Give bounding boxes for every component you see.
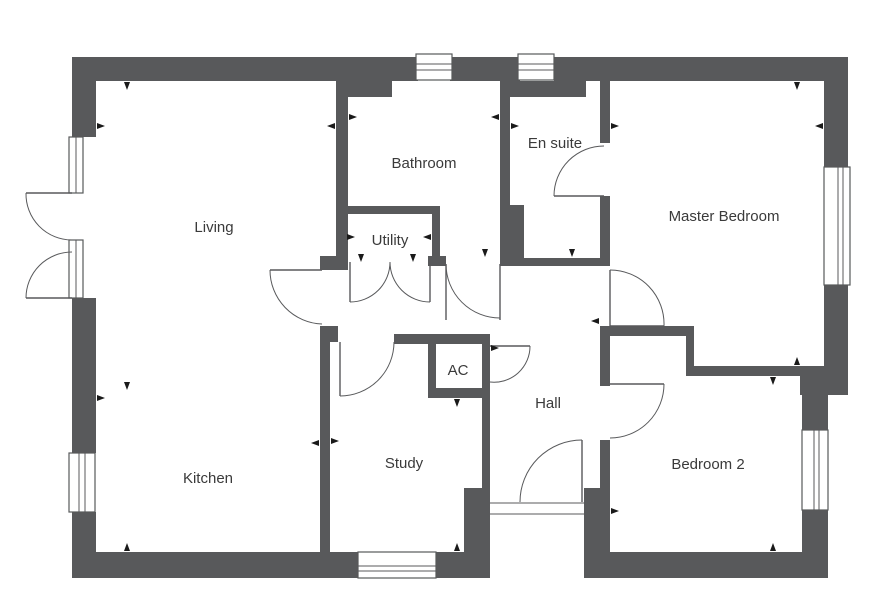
room-label-bathroom: Bathroom [391, 155, 456, 172]
room-label-ensuite: En suite [528, 135, 582, 152]
doors [25, 145, 665, 503]
room-label-hall: Hall [535, 395, 561, 412]
room-label-utility: Utility [372, 232, 409, 249]
room-label-master-bedroom: Master Bedroom [669, 208, 780, 225]
room-label-ac: AC [448, 362, 469, 379]
room-label-living: Living [194, 219, 233, 236]
room-label-bedroom-2: Bedroom 2 [671, 456, 744, 473]
outer-walls [72, 57, 848, 578]
dimension-arrows [97, 82, 823, 551]
room-label-study: Study [385, 455, 424, 472]
room-labels: Living Kitchen Bathroom En suite Master … [183, 135, 779, 487]
interior-walls [320, 81, 826, 552]
windows [68, 53, 851, 579]
room-label-kitchen: Kitchen [183, 470, 233, 487]
